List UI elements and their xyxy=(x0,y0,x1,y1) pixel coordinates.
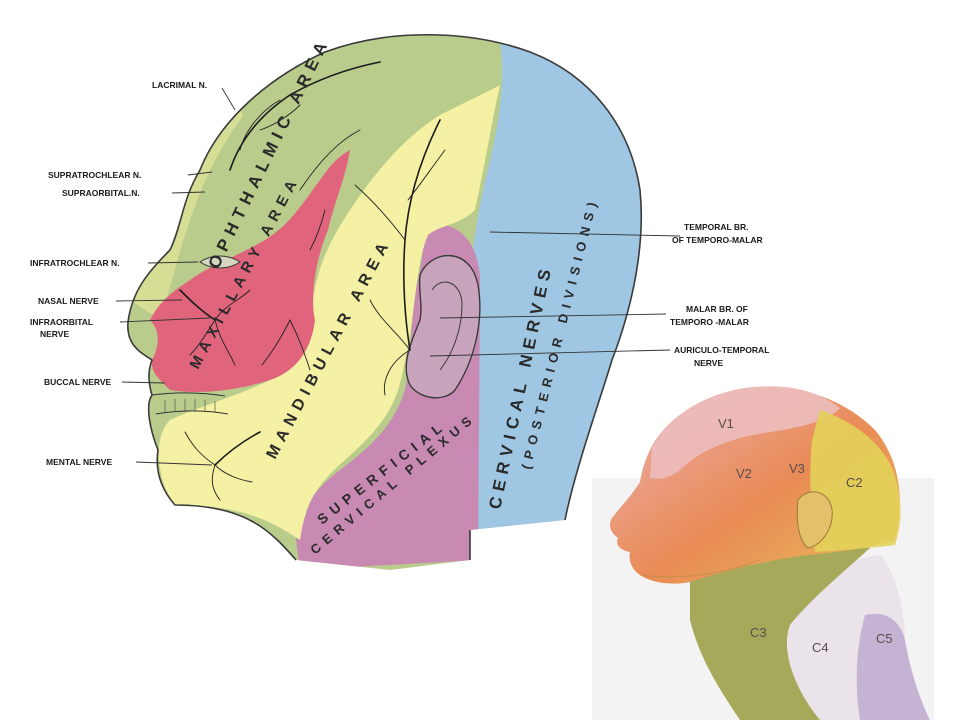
c2-label: C2 xyxy=(846,475,863,490)
temporal-branch-label: TEMPORAL BR. xyxy=(684,222,749,232)
dermatome-ear xyxy=(796,491,833,549)
head-outline xyxy=(127,33,643,561)
lacrimal-label: LACRIMAL N. xyxy=(152,80,207,90)
supratrochlear-label: SUPRATROCHLEAR N. xyxy=(48,170,141,180)
c3-label: C3 xyxy=(750,625,767,640)
mouth xyxy=(151,392,229,415)
c4-label: C4 xyxy=(812,640,829,655)
jaw-line xyxy=(639,559,761,578)
v3-label: V3 xyxy=(789,461,805,476)
malar-branch-label-2: TEMPORO -MALAR xyxy=(670,317,749,327)
temporal-branch-label-2: OF TEMPORO-MALAR xyxy=(672,235,763,245)
auriculo-temporal-label-2: NERVE xyxy=(694,358,723,368)
teeth xyxy=(164,399,216,412)
nasal-nerve-label: NASAL NERVE xyxy=(38,296,99,306)
v2-label: V2 xyxy=(736,466,752,481)
eye xyxy=(199,255,241,269)
leader-lines xyxy=(115,87,681,466)
mental-nerve-label: MENTAL NERVE xyxy=(46,457,112,467)
mandibular-region xyxy=(158,85,501,540)
buccal-nerve-label: BUCCAL NERVE xyxy=(44,377,112,387)
dermatome-diagram: V1 V2 V3 C2 C3 C4 C5 xyxy=(592,386,934,720)
v1-label: V1 xyxy=(718,416,734,431)
nerve-branches xyxy=(179,61,446,501)
supraorbital-label: SUPRAORBITAL.N. xyxy=(62,188,140,198)
c2-region xyxy=(810,410,901,552)
forehead-tint xyxy=(130,103,243,320)
auriculo-temporal-label: AURICULO-TEMPORAL xyxy=(674,345,769,355)
v1-region xyxy=(650,386,840,479)
infraorbital-label-2: NERVE xyxy=(40,329,69,339)
c3-region xyxy=(690,547,870,720)
c5-region xyxy=(856,613,930,720)
c5-label: C5 xyxy=(876,631,893,646)
maxillary-region xyxy=(150,150,350,392)
ear-outline xyxy=(405,254,481,399)
infratrochlear-label: INFRATROCHLEAR N. xyxy=(30,258,120,268)
malar-branch-label: MALAR BR. OF xyxy=(686,304,748,314)
infraorbital-label: INFRAORBITAL xyxy=(30,317,93,327)
